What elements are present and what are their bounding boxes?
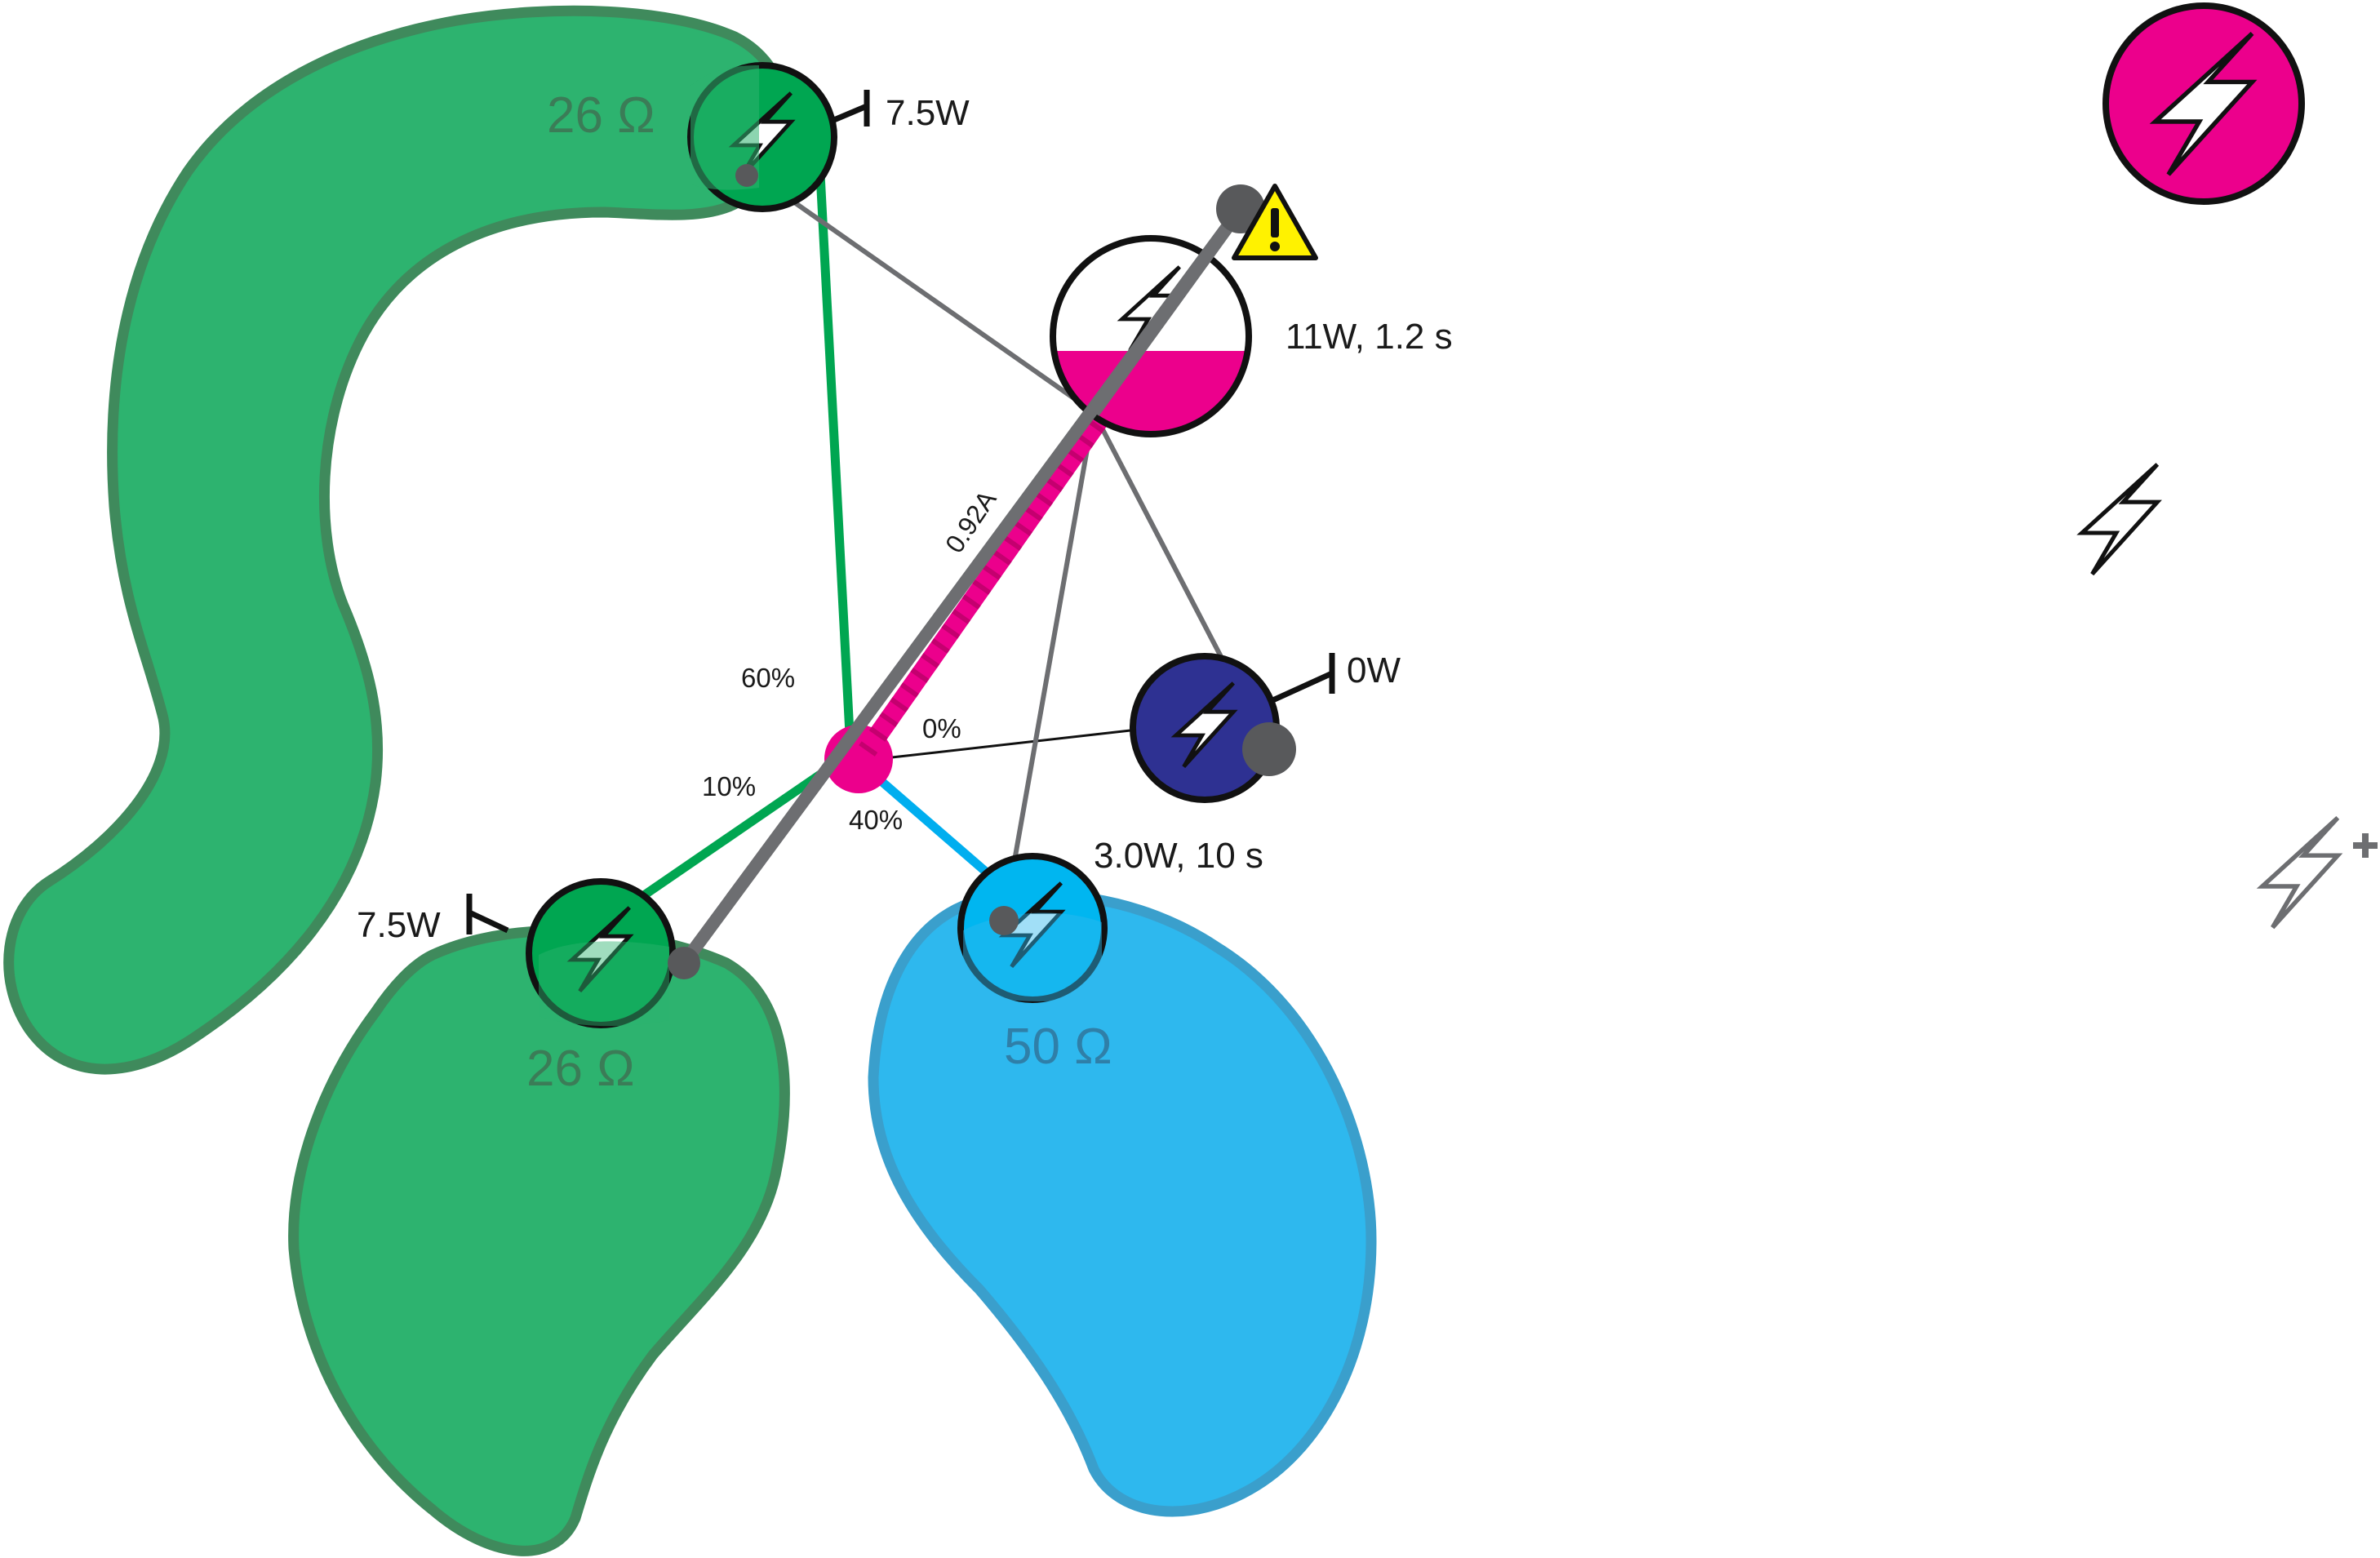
bottom-green-resistance: 26 Ω [526,1041,635,1097]
blue-resistance: 50 Ω [1004,1019,1112,1075]
region-overlay [690,65,759,190]
heavy-cables [668,164,1296,979]
wire-splitter-to-navy[interactable] [877,729,1131,761]
navy-power: 0W [1347,650,1401,690]
lightning-outline-icon[interactable] [2082,464,2157,574]
split-pct-left: 10% [702,771,756,801]
regions [3,5,1377,1556]
power-tick [468,909,509,934]
palette [2082,2,2378,927]
bottom-green-power: 7.5W [357,905,441,945]
warning-icon[interactable] [1232,184,1318,260]
split-pct-top: 60% [741,663,795,693]
lightning-plus-icon[interactable] [2262,818,2378,927]
cable-endpoint[interactable] [735,164,758,187]
green-region-bottom[interactable] [288,925,790,1556]
split-pct-right: 0% [922,713,961,743]
split-pct-bottom: 40% [849,805,903,835]
current-flow-arrow [857,406,1112,761]
power-tick [1268,670,1334,705]
wire-splitter-to-blue[interactable] [862,763,991,877]
node-blue[interactable]: 3.0W, 10 s [957,836,1263,1003]
wire-top-green-to-splitter[interactable] [815,158,855,750]
magenta-power-source-icon[interactable] [2102,2,2305,205]
battery-status: 11W, 1.2 s [1285,317,1453,357]
cable-endpoint[interactable] [1242,722,1296,776]
green-region-large[interactable] [3,5,793,1075]
node-bottom-green[interactable]: 7.5W [357,878,676,1028]
cable-endpoint[interactable] [668,947,700,979]
cable-endpoint[interactable] [989,906,1019,935]
cable-battery-to-blue[interactable] [1001,411,1096,921]
region-overlay [963,912,1102,1001]
cable-topgreen-to-battery[interactable] [743,165,1095,415]
top-green-power: 7.5W [886,93,970,133]
blue-status: 3.0W, 10 s [1094,836,1263,876]
blue-region[interactable] [868,889,1377,1517]
wires [625,158,1272,921]
node-battery[interactable]: 11W, 1.2 s [1045,235,1453,441]
region-overlay [539,941,669,1027]
top-green-resistance: 26 Ω [547,87,655,144]
